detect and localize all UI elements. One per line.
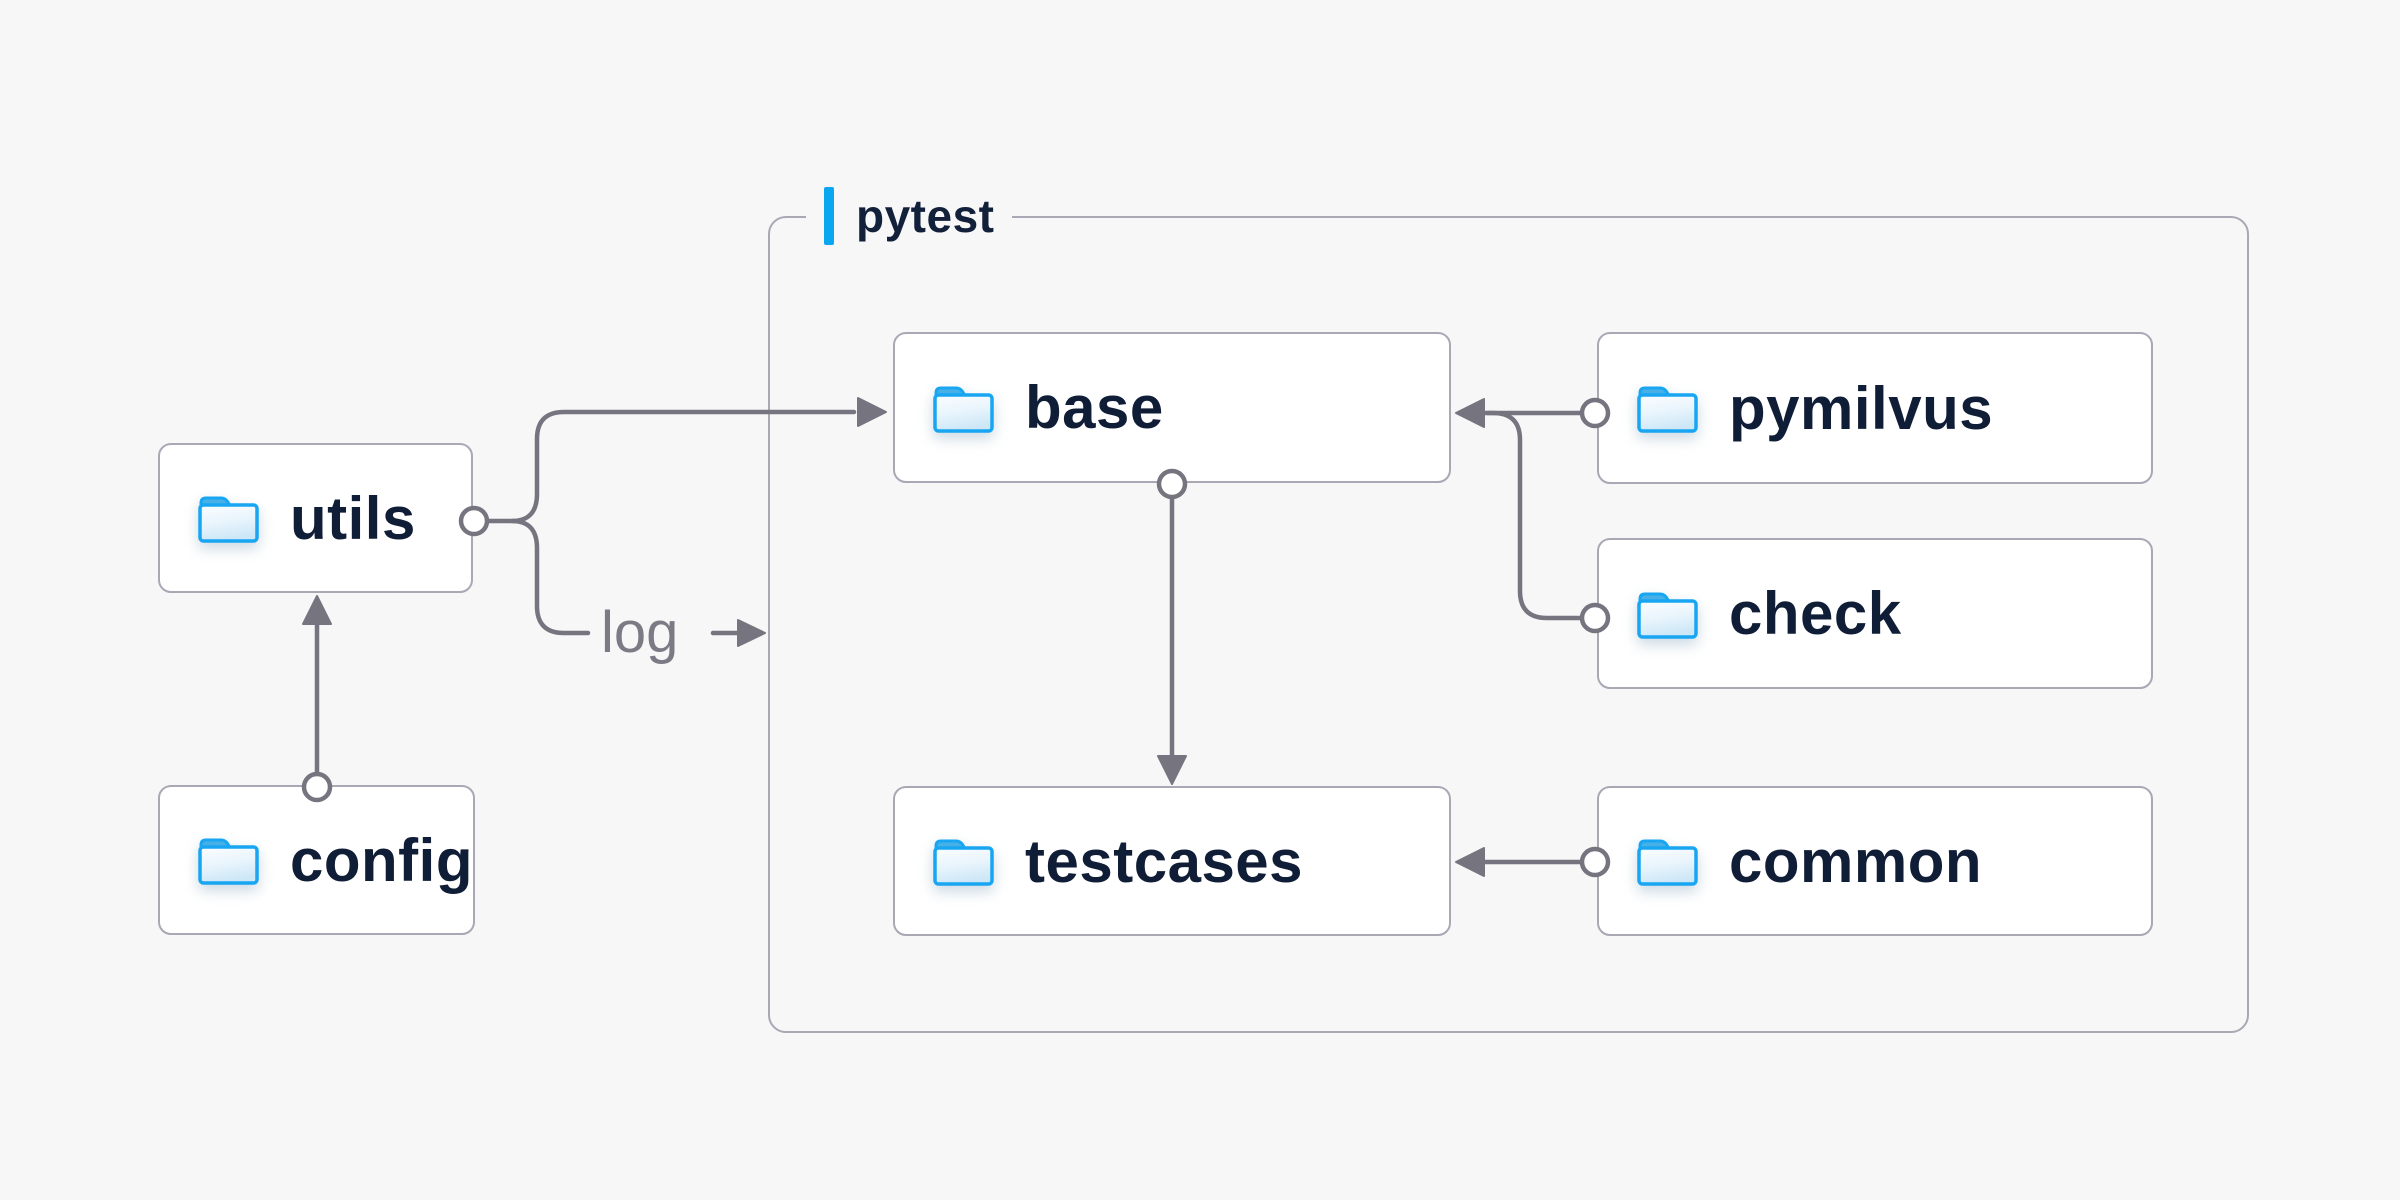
node-label-utils: utils <box>290 484 416 552</box>
node-testcases: testcases <box>893 786 1451 936</box>
node-pymilvus: pymilvus <box>1597 332 2153 484</box>
folder-icon <box>198 496 259 543</box>
node-label-testcases: testcases <box>1025 827 1304 895</box>
node-check: check <box>1597 538 2153 689</box>
accent-bar-icon <box>824 187 834 245</box>
arrowhead-log-pytest <box>737 619 766 647</box>
folder-icon <box>933 839 994 886</box>
node-label-config: config <box>290 826 473 894</box>
arrowhead-config-utils <box>302 595 332 625</box>
folder-icon <box>933 386 994 433</box>
node-base: base <box>893 332 1451 483</box>
node-common: common <box>1597 786 2153 936</box>
pytest-group-title: pytest <box>856 190 995 242</box>
log-edge-label: log <box>601 600 679 665</box>
edge-utils-log <box>509 518 591 636</box>
node-label-pymilvus: pymilvus <box>1729 374 1994 442</box>
node-utils: utils <box>158 443 473 593</box>
node-label-base: base <box>1025 374 1164 441</box>
node-label-common: common <box>1729 827 1983 895</box>
folder-icon <box>1637 386 1698 433</box>
node-label-check: check <box>1729 580 1902 647</box>
pytest-group-label: pytest <box>806 184 1013 248</box>
node-config: config <box>158 785 475 935</box>
pytest-group-box <box>768 216 2249 1033</box>
folder-icon <box>1637 592 1698 639</box>
folder-icon <box>198 838 259 885</box>
folder-icon <box>1637 839 1698 886</box>
